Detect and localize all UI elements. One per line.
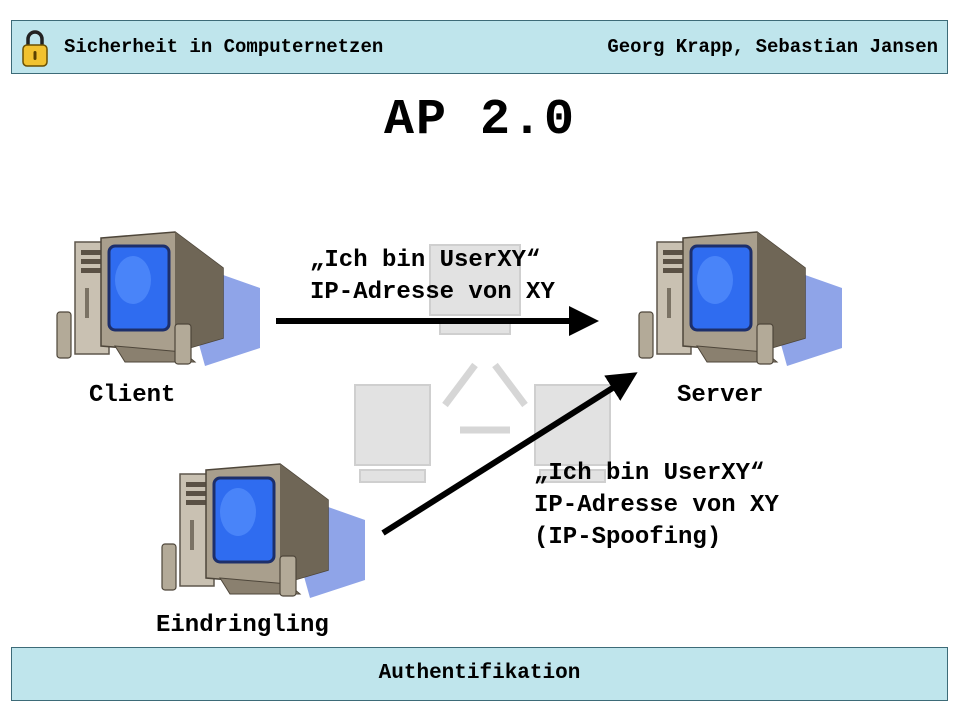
arrow-intruder-to-server [381,372,638,536]
server-computer-icon [637,228,849,368]
footer-topic: Authentifikation [378,662,581,685]
client-computer-icon [55,228,267,368]
network-background-icon [354,244,611,483]
intruder-message-line2: IP-Adresse von XY [534,492,779,519]
intruder-message: „Ich bin UserXY“ IP-Adresse von XY (IP-S… [534,458,779,554]
header-bar: Sicherheit in Computernetzen Georg Krapp… [11,20,948,74]
course-title: Sicherheit in Computernetzen [64,36,384,58]
footer-bar: Authentifikation [11,647,948,701]
client-label: Client [89,382,176,409]
server-label: Server [677,382,764,409]
intruder-message-line3: (IP-Spoofing) [534,524,722,551]
slide-title: AP 2.0 [383,92,577,149]
intruder-computer-icon [160,460,372,600]
intruder-label: Eindringling [156,612,329,639]
client-message-line1: „Ich bin UserXY“ [310,247,541,274]
client-message: „Ich bin UserXY“ IP-Adresse von XY [310,245,555,309]
client-message-line2: IP-Adresse von XY [310,279,555,306]
padlock-icon [22,30,48,67]
authors: Georg Krapp, Sebastian Jansen [607,36,938,58]
intruder-message-line1: „Ich bin UserXY“ [534,460,765,487]
